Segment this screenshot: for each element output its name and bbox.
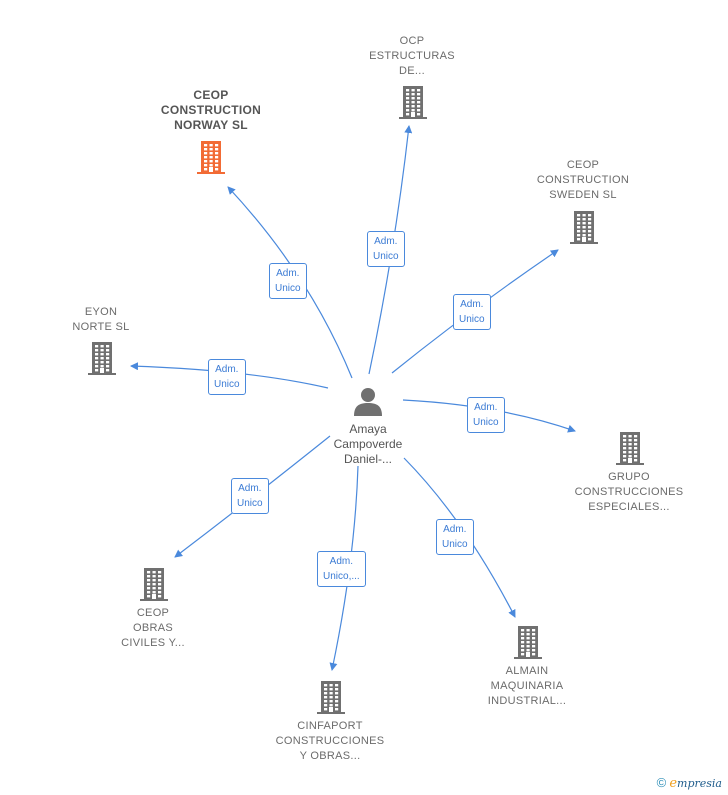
company-label-ceop-obras[interactable]: CEOP OBRAS CIVILES Y... (68, 606, 238, 651)
building-icon[interactable] (397, 84, 429, 125)
company-label-almain[interactable]: ALMAIN MAQUINARIA INDUSTRIAL... (442, 664, 612, 709)
company-label-line: CONSTRUCCIONES (275, 735, 385, 747)
relation-text: Unico (459, 314, 485, 325)
relation-badge-grupo[interactable]: Adm. Unico (467, 397, 505, 433)
relation-text: Adm. (215, 364, 239, 375)
center-name-line: Amaya (349, 422, 387, 436)
center-name-line: Daniel-... (343, 452, 393, 466)
company-label-line: OCP (399, 35, 425, 47)
center-name-line: Campoverde (333, 437, 403, 451)
relation-badge-ceop-obras[interactable]: Adm. Unico (231, 478, 269, 514)
company-label-line: CEOP (193, 88, 229, 102)
building-icon[interactable] (195, 139, 227, 180)
company-label-line: INDUSTRIAL... (487, 695, 567, 707)
building-icon[interactable] (568, 209, 600, 250)
company-label-line: NORWAY SL (174, 118, 248, 132)
relation-badge-ceop-norway[interactable]: Adm. Unico (269, 263, 307, 299)
company-label-line: SWEDEN SL (549, 189, 617, 201)
copyright-symbol: © (656, 775, 667, 790)
relation-badge-cinfaport[interactable]: Adm. Unico,... (317, 551, 366, 587)
company-label-eyon[interactable]: EYON NORTE SL (16, 305, 186, 335)
footer-brand: © empresia (657, 775, 722, 791)
relation-text: Adm. (474, 402, 498, 413)
relation-badge-ceop-sweden[interactable]: Adm. Unico (453, 294, 491, 330)
person-icon[interactable] (354, 387, 382, 417)
relation-text: Unico (237, 498, 263, 509)
relation-text: Adm. (238, 483, 262, 494)
relation-badge-almain[interactable]: Adm. Unico (436, 519, 474, 555)
relation-badge-ocp[interactable]: Adm. Unico (367, 231, 405, 267)
company-label-cinfaport[interactable]: CINFAPORT CONSTRUCCIONES Y OBRAS... (245, 719, 415, 764)
brand-logo-text: mpresia (677, 777, 722, 790)
brand-logo-initial: e (669, 776, 678, 791)
company-label-line: ALMAIN (505, 665, 549, 677)
relation-text: Unico,... (323, 571, 360, 582)
company-label-grupo[interactable]: GRUPO CONSTRUCCIONES ESPECIALES... (544, 470, 714, 515)
relation-badge-eyon[interactable]: Adm. Unico (208, 359, 246, 395)
company-label-line: ESTRUCTURAS (369, 50, 455, 62)
company-label-line: Y OBRAS... (299, 750, 361, 762)
company-label-line: ESPECIALES... (588, 501, 670, 513)
building-icon[interactable] (614, 430, 646, 471)
company-label-ceop-sweden[interactable]: CEOP CONSTRUCTION SWEDEN SL (498, 158, 668, 203)
relation-text: Unico (373, 251, 399, 262)
relation-text: Unico (214, 379, 240, 390)
building-icon[interactable] (138, 566, 170, 607)
relation-text: Adm. (276, 268, 300, 279)
relation-text: Adm. (443, 524, 467, 535)
relation-text: Unico (442, 539, 468, 550)
company-label-line: MAQUINARIA (490, 680, 564, 692)
relation-text: Adm. (329, 556, 354, 567)
center-person-name[interactable]: Amaya Campoverde Daniel-... (308, 422, 428, 467)
company-label-line: CEOP (136, 607, 170, 619)
relation-text: Unico (473, 417, 499, 428)
building-icon[interactable] (512, 624, 544, 665)
company-label-line: CONSTRUCTION (536, 174, 630, 186)
building-icon[interactable] (315, 679, 347, 720)
relation-text: Adm. (374, 236, 398, 247)
company-label-line: CONSTRUCCIONES (574, 486, 684, 498)
company-label-line: CINFAPORT (297, 720, 363, 732)
company-label-line: CEOP (566, 159, 600, 171)
company-label-line: CONSTRUCTION (160, 103, 262, 117)
relation-text: Adm. (460, 299, 484, 310)
relation-text: Unico (275, 283, 301, 294)
company-label-line: EYON (84, 306, 118, 318)
company-label-line: CIVILES Y... (121, 637, 185, 649)
company-label-ocp[interactable]: OCP ESTRUCTURAS DE... (327, 34, 497, 79)
company-label-line: OBRAS (132, 622, 173, 634)
company-label-line: NORTE SL (72, 321, 130, 333)
company-label-line: GRUPO (608, 471, 650, 483)
building-icon[interactable] (86, 340, 118, 381)
company-label-line: DE... (399, 65, 425, 77)
